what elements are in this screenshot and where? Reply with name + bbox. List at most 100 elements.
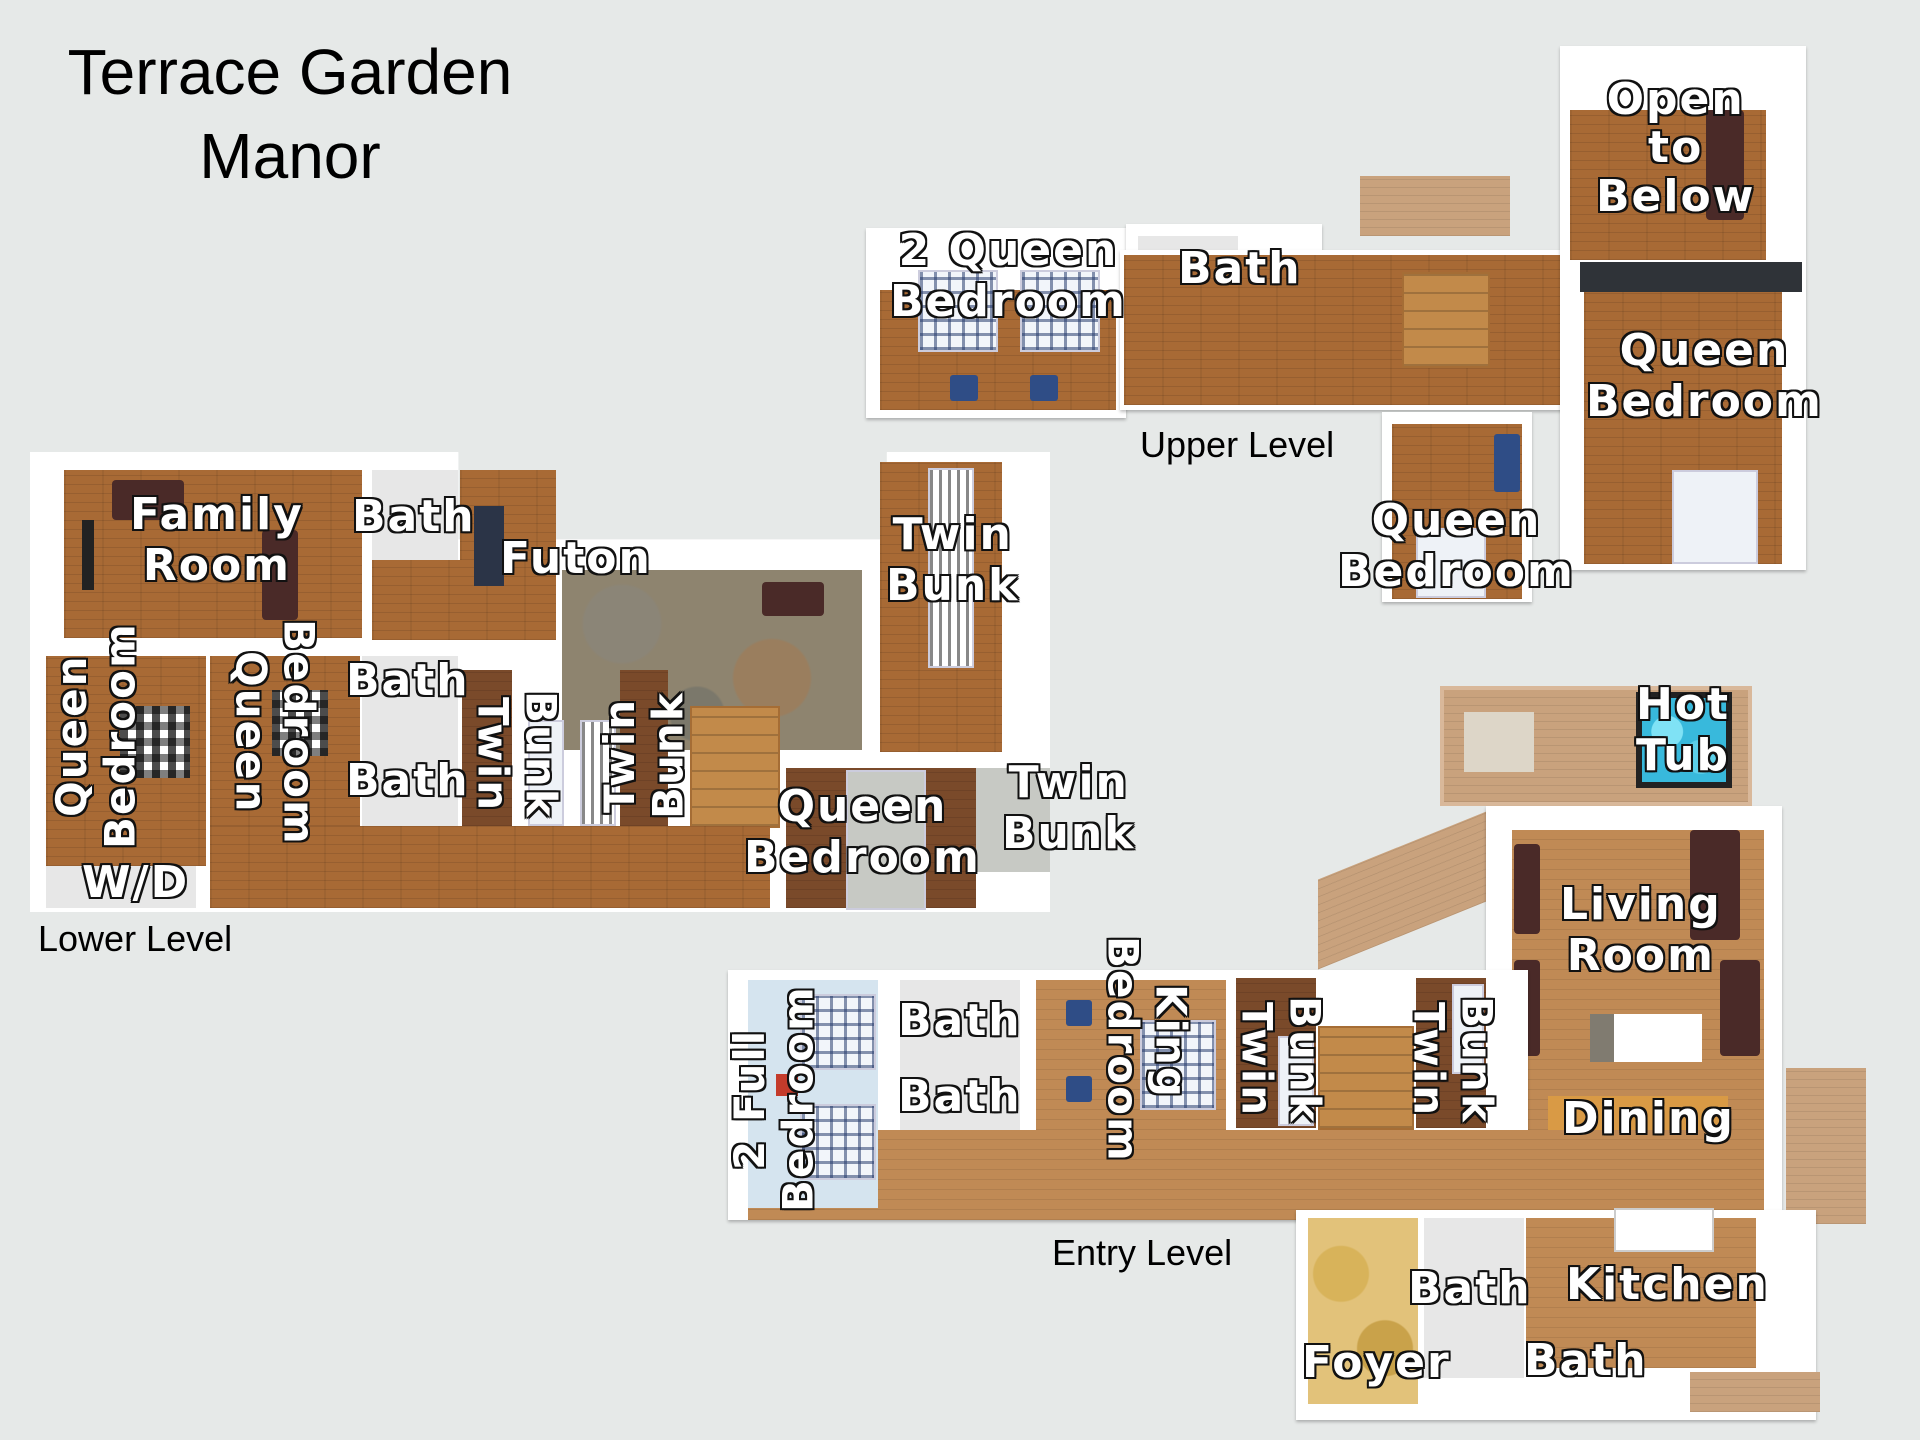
room-label-line: Queen bbox=[777, 781, 948, 832]
entry-foyer-floor bbox=[1308, 1218, 1418, 1404]
queen-bed-icon bbox=[1020, 270, 1100, 352]
twin-bed-icon bbox=[580, 720, 616, 826]
room-label-line: Queen bbox=[226, 650, 276, 814]
plan-title-line1: Terrace Garden bbox=[67, 36, 513, 108]
room-label-line: Bunk bbox=[1452, 996, 1502, 1124]
lower-hallway-floor bbox=[210, 826, 770, 908]
room-label-line: Bunk bbox=[643, 691, 693, 819]
room-label-upper-queen-bedroom-east: Queen Bedroom bbox=[1586, 325, 1823, 427]
fireplace-wall bbox=[1580, 262, 1802, 292]
room-label-line: Foyer bbox=[1302, 1337, 1451, 1388]
room-label-line: Twin bbox=[468, 697, 518, 813]
room-label-line: Bath bbox=[898, 995, 1022, 1046]
room-label-upper-queen-bedroom-south: Queen Bedroom bbox=[1338, 495, 1575, 597]
room-label-line: Living bbox=[1560, 879, 1722, 930]
room-label-line: Below bbox=[1596, 170, 1756, 222]
room-label-entry-bath-1: Bath bbox=[1408, 1263, 1532, 1315]
room-label-line: Queen bbox=[1619, 325, 1790, 376]
room-label-entry-king-bedroom: King Bedroom bbox=[1098, 936, 1195, 1163]
room-label-upper-bath: Bath bbox=[1178, 243, 1302, 295]
entry-baths-floor bbox=[900, 980, 1020, 1130]
room-label-line: 2 Queen bbox=[898, 225, 1119, 276]
room-label-entry-foyer: Foyer bbox=[1302, 1337, 1451, 1389]
room-label-line: Bunk bbox=[1280, 996, 1330, 1124]
upper-balcony bbox=[1360, 176, 1510, 236]
room-label-lower-bedroom-queen: Bedroom Queen bbox=[226, 612, 323, 852]
room-label-line: Tub bbox=[1636, 729, 1731, 781]
room-label-line: Bedroom bbox=[890, 275, 1127, 327]
entry-level-label: Entry Level bbox=[1052, 1232, 1233, 1273]
room-label-line: Twin bbox=[1232, 1002, 1282, 1118]
room-label-line: Room bbox=[142, 539, 292, 591]
full-bed-icon bbox=[800, 1104, 876, 1180]
king-bed-icon bbox=[1140, 1020, 1216, 1110]
deck-stairs bbox=[1318, 810, 1490, 970]
futon-icon bbox=[474, 506, 504, 586]
lower-bunk-room-2-floor bbox=[620, 670, 668, 826]
room-label-line: Dining bbox=[1562, 1093, 1735, 1144]
room-label-line: Bath bbox=[346, 655, 470, 706]
room-label-entry-bunk-twin-1: Bunk Twin bbox=[1232, 990, 1329, 1130]
room-label-line: Twin bbox=[1404, 1002, 1454, 1118]
queen-bed-icon bbox=[1416, 528, 1486, 598]
lower-bath-mid-floor bbox=[362, 656, 458, 826]
room-label-entry-2-full-bedroom: 2 Full Bedroom bbox=[725, 976, 823, 1222]
room-label-line: Open bbox=[1606, 74, 1745, 125]
armchair-icon bbox=[1720, 960, 1760, 1056]
room-label-line: 2 Full bbox=[725, 1028, 774, 1170]
twin-bed-icon bbox=[1278, 1036, 1314, 1126]
full-bed-icon bbox=[800, 994, 876, 1070]
room-label-lower-twin-bunk-south: Twin Bunk bbox=[1002, 757, 1135, 859]
room-label-line: Bedroom bbox=[744, 831, 981, 883]
room-label-line: Bedroom bbox=[773, 985, 823, 1213]
room-label-lower-family-room: Family Room bbox=[130, 489, 304, 591]
room-label-entry-living-room: Living Room bbox=[1560, 879, 1722, 981]
room-label-lower-bath-mid-1: Bath bbox=[346, 655, 470, 707]
armchair-icon bbox=[1066, 1076, 1092, 1102]
outdoor-table-icon bbox=[1464, 712, 1534, 772]
room-label-line: Bedroom bbox=[1338, 545, 1575, 597]
plan-title: Terrace Garden Manor bbox=[30, 30, 550, 198]
armchair-icon bbox=[1030, 375, 1058, 401]
room-label-lower-bath-mid-2: Bath bbox=[346, 755, 470, 807]
room-label-line: Bath bbox=[1178, 243, 1302, 294]
nightstand-icon bbox=[776, 1074, 798, 1096]
room-label-line: W/D bbox=[82, 857, 190, 908]
room-label-upper-open-to-below: Open to Below bbox=[1596, 74, 1756, 222]
twin-bed-icon bbox=[528, 720, 564, 826]
sofa-icon bbox=[112, 480, 184, 520]
room-label-entry-bunk-twin-2: Bunk Twin bbox=[1404, 990, 1501, 1130]
twin-bed-icon bbox=[1452, 984, 1484, 1074]
armchair-icon bbox=[950, 375, 978, 401]
tv-icon bbox=[82, 520, 94, 590]
queen-bed-icon bbox=[846, 770, 926, 910]
lower-level-label: Lower Level bbox=[38, 918, 233, 959]
room-label-upper-2-queen-bedroom: 2 Queen Bedroom bbox=[890, 225, 1127, 327]
room-label-line: Bunk bbox=[516, 691, 566, 819]
room-label-lower-queen-bedroom-west: Queen Bedroom bbox=[47, 616, 145, 856]
lower-wd-floor bbox=[46, 866, 196, 908]
room-label-line: Hot bbox=[1636, 679, 1731, 730]
bunk-bed-icon bbox=[928, 468, 974, 668]
staircase-icon bbox=[1318, 1026, 1414, 1130]
lower-bath-north-floor bbox=[372, 470, 458, 560]
room-label-line: Bath bbox=[346, 755, 470, 806]
plan-title-line2: Manor bbox=[199, 120, 381, 192]
sofa-icon bbox=[1690, 830, 1740, 940]
room-label-line: Bedroom bbox=[274, 618, 324, 846]
room-label-line: Family bbox=[130, 489, 304, 540]
room-label-entry-kitchen: Kitchen bbox=[1566, 1259, 1769, 1311]
room-label-line: Bath bbox=[1524, 1335, 1648, 1386]
room-label-line: Room bbox=[1566, 929, 1715, 981]
room-label-line: Futon bbox=[500, 533, 652, 584]
room-label-entry-bath-north: Bath bbox=[898, 995, 1022, 1047]
room-label-line: Bunk bbox=[886, 559, 1020, 611]
room-label-lower-queen-bedroom-south: Queen Bedroom bbox=[744, 781, 981, 883]
room-label-line: Bedroom bbox=[1586, 375, 1823, 427]
side-deck bbox=[1786, 1068, 1866, 1224]
queen-bed-icon bbox=[272, 690, 328, 756]
room-label-line: Bedroom bbox=[95, 622, 145, 850]
room-label-line: Twin bbox=[595, 697, 644, 813]
room-label-line: Bath bbox=[352, 491, 476, 542]
staircase-icon bbox=[690, 706, 780, 828]
